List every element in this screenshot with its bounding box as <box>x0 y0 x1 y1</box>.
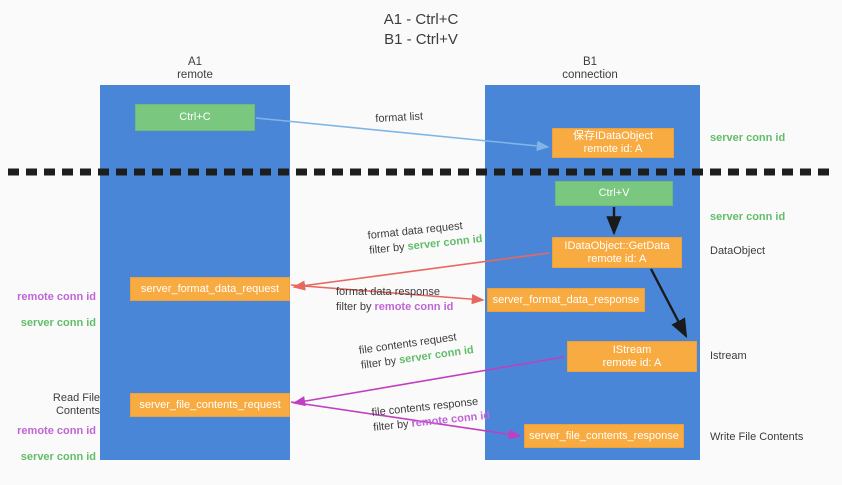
filter-by-text: filter by <box>368 240 409 257</box>
side-label-conn-ids-lower: remote conn id server conn id <box>8 412 96 477</box>
box-server-format-data-request: server_format_data_request <box>130 277 290 301</box>
side-label-server-conn-id: server conn id <box>20 451 96 463</box>
label-format-list: format list <box>375 110 423 127</box>
column-header-b1: B1 connection <box>562 56 618 81</box>
box-server-file-contents-response: server_file_contents_response <box>524 424 684 448</box>
arrow-format-list <box>255 117 550 151</box>
side-label-istream: Istream <box>710 350 747 362</box>
side-label-read-file-contents: Read File Contents <box>52 392 100 417</box>
box-server-file-contents-request: server_file_contents_request <box>130 393 290 417</box>
filter-by-text: filter by <box>360 354 401 372</box>
side-label-server-conn-id-middle: server conn id <box>710 211 786 223</box>
box-ctrl-v: Ctrl+V <box>555 181 673 206</box>
side-label-conn-ids-upper: remote conn id server conn id <box>8 278 96 343</box>
arrow-format-data-response <box>290 284 485 305</box>
side-label-remote-conn-id: remote conn id <box>17 425 96 437</box>
box-idataobject-getdata: IDataObject::GetData remote id: A <box>552 237 682 268</box>
side-label-server-conn-id: server conn id <box>20 317 96 329</box>
side-label-remote-conn-id: remote conn id <box>17 291 96 303</box>
remote-conn-id-text: remote conn id <box>374 301 454 313</box>
filter-by-text: filter by <box>372 417 413 434</box>
label-format-data-response-line2: filter by remote conn id <box>336 300 453 315</box>
side-label-write-file-contents: Write File Contents <box>710 431 804 443</box>
arrow-getdata-to-istream <box>649 268 688 339</box>
arrow-file-contents-response <box>290 401 522 440</box>
column-header-a1: A1 remote <box>177 56 213 81</box>
arrow-file-contents-request <box>292 356 565 407</box>
label-format-data-response-line1: format data response <box>336 286 440 298</box>
box-save-idataobject: 保存IDataObject remote id: A <box>552 128 674 158</box>
arrow-format-data-request <box>292 252 550 291</box>
box-istream: IStream remote id: A <box>567 341 697 372</box>
page-title: A1 - Ctrl+C B1 - Ctrl+V <box>383 11 459 48</box>
label-format-list-text: format list <box>375 110 424 125</box>
box-ctrl-c: Ctrl+C <box>135 104 255 131</box>
box-server-format-data-response: server_format_data_response <box>487 288 645 312</box>
filter-by-text: filter by <box>336 301 375 313</box>
side-label-server-conn-id-top: server conn id <box>710 132 786 144</box>
label-format-data-response: format data response filter by remote co… <box>336 285 453 315</box>
side-label-dataobject: DataObject <box>710 245 766 257</box>
